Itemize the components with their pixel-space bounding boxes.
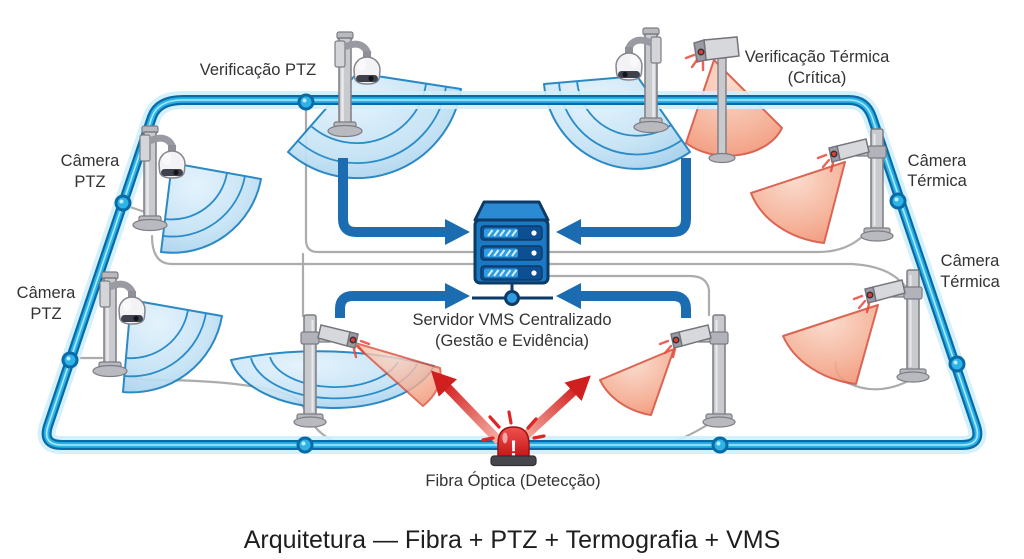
view-cone-ptz — [543, 75, 691, 170]
label-camera-ptz-1: Câmera PTZ — [61, 152, 121, 191]
fiber-node — [297, 93, 315, 111]
label-line: (Gestão e Evidência) — [435, 332, 589, 350]
fiber-node — [114, 194, 132, 212]
alarm-group: ! — [431, 370, 591, 467]
alarm-icon: ! — [481, 410, 546, 467]
label-line: Verificação Térmica — [745, 48, 890, 66]
red-arrow — [518, 375, 591, 443]
blue-arrow — [556, 158, 691, 245]
label-line: PTZ — [30, 305, 61, 323]
thermal-view-cones — [351, 59, 879, 416]
blue-arrow — [335, 283, 470, 318]
fiber-node — [711, 436, 729, 454]
fiber-node — [61, 351, 79, 369]
label-verificacao-ptz: Verificação PTZ — [200, 61, 316, 79]
red-arrow — [431, 370, 503, 445]
fiber-node — [889, 192, 907, 210]
view-cone-thermal — [782, 304, 879, 385]
label-line: Térmica — [907, 172, 967, 190]
fiber-node — [296, 436, 314, 454]
view-cone-ptz — [122, 299, 223, 394]
vms-data-arrows — [335, 158, 691, 318]
diagram-title: Arquitetura — Fibra + PTZ + Termografia … — [244, 526, 781, 554]
view-cone-ptz — [287, 72, 462, 180]
label-line: Câmera — [61, 152, 121, 170]
label-line: PTZ — [74, 173, 105, 191]
view-cone-thermal — [750, 161, 846, 244]
label-camera-termica-1: Câmera Térmica — [907, 152, 967, 190]
label-line: (Crítica) — [788, 69, 847, 87]
thermal-cameras — [292, 36, 931, 429]
view-cone-ptz — [160, 162, 262, 254]
fiber-nodes — [61, 93, 966, 454]
blue-arrow — [556, 282, 691, 318]
label-line: Térmica — [940, 273, 1000, 291]
label-line: Câmera — [17, 284, 77, 302]
server-icon — [472, 200, 553, 306]
fiber-optic-cable — [37, 91, 987, 454]
label-line: Câmera — [941, 252, 1001, 270]
label-line: Câmera — [908, 152, 968, 170]
label-fibra-optica: Fibra Óptica (Detecção) — [425, 471, 600, 490]
label-line: Servidor VMS Centralizado — [413, 311, 612, 329]
diagram-labels: Verificação PTZ Verificação Térmica (Crí… — [17, 48, 1001, 554]
thermal-camera — [658, 313, 737, 429]
label-camera-ptz-2: Câmera PTZ — [17, 284, 77, 323]
label-verificacao-termica: Verificação Térmica (Crítica) — [745, 48, 890, 87]
alarm-glyph: ! — [510, 436, 517, 461]
blue-arrow — [338, 158, 470, 246]
label-servidor-vms: Servidor VMS Centralizado (Gestão e Evid… — [413, 311, 612, 350]
label-camera-termica-2: Câmera Térmica — [940, 252, 1000, 291]
view-cone-thermal — [599, 348, 675, 416]
thermal-camera-critical — [684, 36, 740, 164]
fiber-node — [948, 355, 966, 373]
server-slots — [480, 225, 543, 281]
